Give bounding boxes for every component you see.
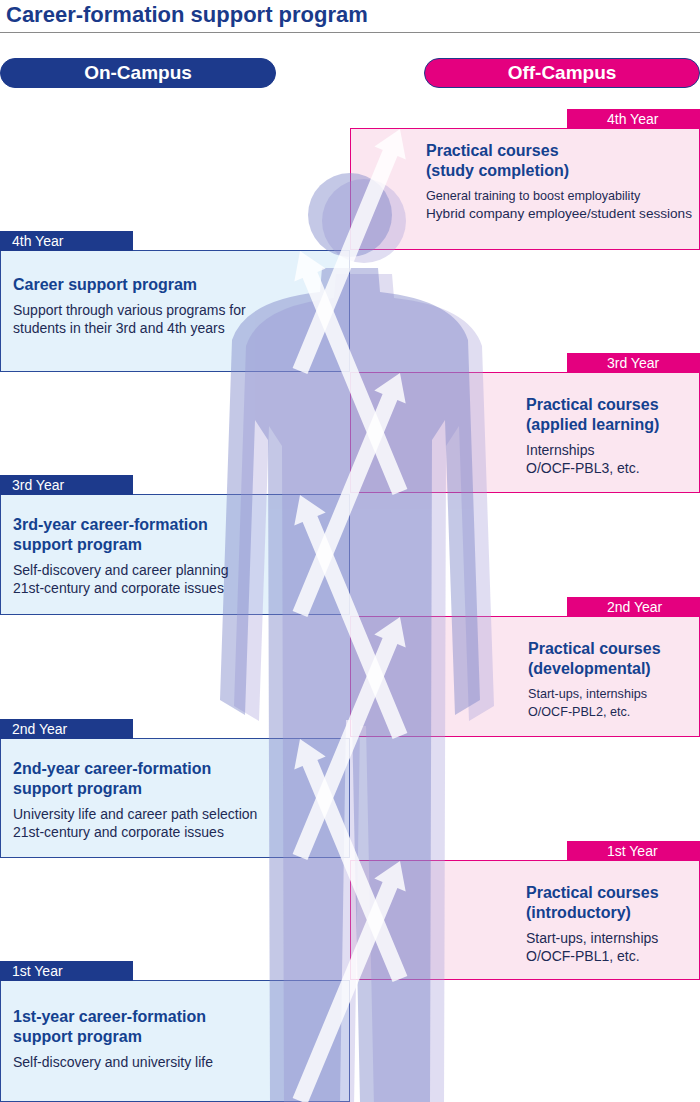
box-content: Career support programSupport through va… [13, 275, 291, 337]
progress-arrow [293, 617, 406, 860]
year-label: 4th Year [12, 233, 63, 249]
box-content: 1st-year career-formation support progra… [13, 1007, 245, 1071]
year-tab: 4th Year [567, 109, 700, 129]
box-heading: 3rd-year career-formation support progra… [13, 515, 245, 555]
box-body-text: O/OCF-PBL1, etc. [526, 947, 694, 965]
year-label: 1st Year [607, 843, 658, 859]
progress-arrow [293, 373, 406, 617]
year-tab: 4th Year [0, 231, 133, 251]
box-body-text: Start-ups, internships [526, 929, 694, 947]
title-underline [0, 32, 700, 33]
year-tab: 3rd Year [0, 475, 133, 495]
progress-arrow [293, 129, 406, 374]
section-label: On-Campus [84, 62, 192, 84]
box-heading: Practical courses (introductory) [526, 883, 694, 923]
progress-arrow [293, 861, 406, 1102]
progress-arrow [294, 251, 407, 495]
year-tab: 3rd Year [567, 353, 700, 373]
year-tab: 2nd Year [0, 719, 133, 739]
progress-arrow [294, 495, 407, 739]
box-body-text: Hybrid company employee/student sessions [426, 205, 692, 223]
box-content: Practical courses (study completion) Gene… [426, 141, 692, 223]
year-label: 3rd Year [607, 355, 659, 371]
box-heading: Practical courses (applied learning) [526, 395, 694, 435]
box-body-text: O/OCF-PBL3, etc. [526, 459, 694, 477]
section-pill: Off-Campus [424, 58, 700, 88]
box-body-text: General training to boost employability [426, 187, 692, 205]
year-label: 3rd Year [12, 477, 64, 493]
box-content: Practical courses (introductory) Start-up… [526, 883, 694, 965]
box-heading: 2nd-year career-formation support progra… [13, 759, 245, 799]
year-tab: 1st Year [0, 961, 133, 981]
box-heading: Practical courses (developmental) [528, 639, 696, 679]
box-body-text: Support through various programs for stu… [13, 301, 291, 337]
box-body-text: 21st-century and corporate issues [13, 579, 245, 597]
section-pill: On-Campus [0, 58, 276, 88]
box-heading: Career support program [13, 275, 245, 295]
year-label: 4th Year [607, 111, 658, 127]
box-body-text: Internships [526, 441, 694, 459]
section-label: Off-Campus [508, 62, 617, 84]
progress-arrow [294, 739, 407, 982]
year-tab: 1st Year [567, 841, 700, 861]
box-heading: Practical courses (study completion) [426, 141, 594, 181]
year-label: 2nd Year [12, 721, 67, 737]
page-title: Career-formation support program [6, 2, 368, 28]
box-content: Practical courses (developmental) Start-u… [528, 639, 696, 721]
box-body-text: University life and career path selectio… [13, 805, 257, 823]
box-content: 2nd-year career-formation support progra… [13, 759, 257, 841]
box-body-text: O/OCF-PBL2, etc. [528, 703, 696, 721]
box-heading: 1st-year career-formation support progra… [13, 1007, 245, 1047]
box-body-text: Start-ups, internships [528, 685, 696, 703]
box-content: Practical courses (applied learning) Inte… [526, 395, 694, 477]
box-body-text: Self-discovery and university life [13, 1053, 245, 1071]
year-tab: 2nd Year [567, 597, 700, 617]
box-body-text: 21st-century and corporate issues [13, 823, 257, 841]
box-body-text: Self-discovery and career planning [13, 561, 245, 579]
year-label: 1st Year [12, 963, 63, 979]
box-content: 3rd-year career-formation support progra… [13, 515, 245, 597]
year-label: 2nd Year [607, 599, 662, 615]
